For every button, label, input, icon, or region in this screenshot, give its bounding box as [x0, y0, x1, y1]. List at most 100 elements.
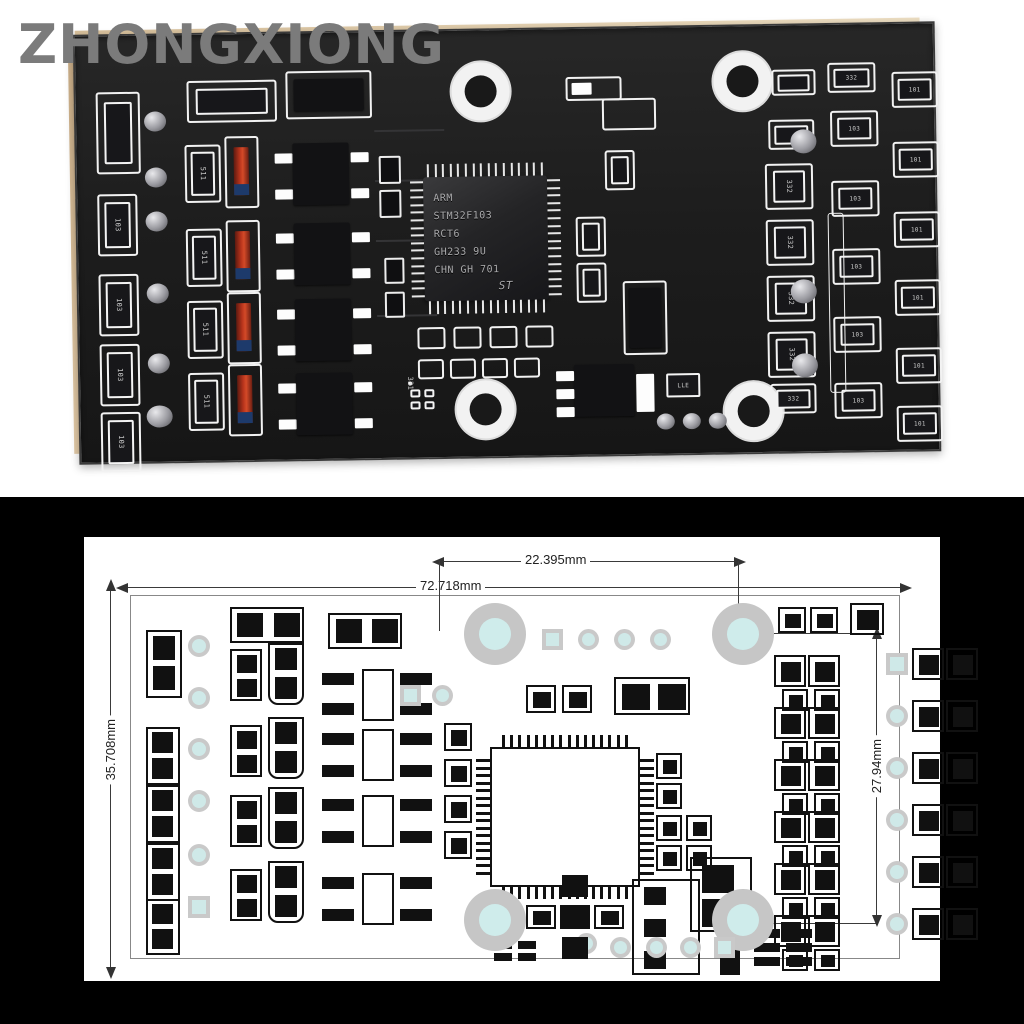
footprint-pad — [808, 915, 840, 947]
dim-ext-line-top — [744, 633, 876, 634]
footprint-pin — [476, 849, 490, 853]
pin — [444, 300, 447, 314]
component-resistor-103: 103 — [106, 351, 134, 399]
watermark-text: ZHONGXIONG — [18, 13, 445, 76]
footprint-pad — [808, 655, 840, 687]
hole-inner — [727, 618, 759, 650]
component-resistor-101: 101 — [898, 148, 933, 171]
component-resistor-332: 332 — [772, 170, 806, 203]
footprint-pad — [644, 919, 666, 937]
footprint-pad — [808, 863, 840, 895]
footprint-pad — [810, 607, 838, 633]
footprint-pin — [502, 735, 505, 749]
footprint-pin — [608, 885, 612, 899]
pin — [482, 300, 485, 314]
footprint-pad — [644, 887, 666, 905]
silk-outline — [449, 358, 477, 379]
footprint-pin — [640, 781, 654, 785]
footprint-pad — [850, 603, 884, 635]
footprint-pad-core — [821, 799, 835, 811]
footprint-pad-core — [815, 766, 835, 786]
pin — [410, 242, 425, 245]
footprint-pad — [400, 733, 432, 745]
silk-outline — [525, 325, 554, 348]
footprint-qfp-pins-left — [476, 759, 490, 875]
dim-ext-line-bottom — [744, 923, 876, 924]
silk-outline — [601, 97, 657, 131]
component-diode — [233, 147, 250, 196]
footprint-pad — [322, 799, 354, 811]
footprint-sot-outline — [362, 669, 394, 721]
via-left-3 — [192, 794, 206, 808]
component-resistor-103: 103 — [105, 281, 133, 329]
mcu-pins-left — [410, 181, 425, 298]
component-capacitor — [378, 155, 402, 185]
footprint-pad — [786, 943, 812, 952]
silk-outline — [489, 325, 518, 349]
footprint-pad-core — [953, 707, 973, 727]
solder-pad — [277, 345, 296, 356]
footprint-pad-core — [953, 915, 973, 935]
footprint-pad-core — [919, 759, 939, 779]
footprint-qfp-pins-right — [640, 759, 654, 875]
silk-outline — [481, 358, 509, 379]
dim-label-width-partial: 22.395mm — [521, 552, 591, 567]
footprint-pad — [444, 831, 472, 859]
footprint-pad-core — [789, 955, 803, 967]
footprint-pad — [562, 875, 588, 897]
footprint-pad — [946, 700, 978, 732]
pin — [411, 287, 425, 290]
pin — [487, 163, 490, 177]
footprint-pad — [912, 752, 944, 784]
footprint-pad — [562, 907, 588, 929]
via-left-4 — [192, 742, 206, 756]
drawing-mounting-hole — [712, 603, 774, 665]
footprint-pad-core — [781, 662, 801, 682]
pin — [410, 181, 424, 184]
footprint-pin — [600, 885, 604, 899]
mounting-hole-inner — [737, 394, 770, 428]
pin — [535, 299, 538, 313]
component-mosfet — [296, 372, 353, 436]
footprint-pad-core — [821, 747, 835, 759]
footprint-pad — [754, 943, 780, 952]
footprint-pin — [640, 774, 654, 778]
footprint-pin — [640, 811, 654, 815]
solder-pad — [556, 406, 575, 418]
footprint-pin — [583, 735, 587, 749]
solder-pad — [556, 370, 575, 382]
footprint-pad-pair — [230, 725, 262, 777]
dimension-drawing-panel: 72.718mm 22.395mm 35.708mm — [84, 537, 978, 981]
dim-label-height-partial: 27.94mm — [869, 735, 884, 798]
pin — [548, 277, 562, 281]
component-resistor — [581, 222, 601, 251]
solder-pad — [275, 233, 294, 244]
component-chip-resistor — [424, 389, 435, 398]
footprint-pin — [518, 885, 522, 899]
component-resistor-332: 332 — [773, 226, 807, 259]
footprint-pad — [912, 804, 944, 836]
component-resistor-511: 511 — [191, 235, 217, 280]
footprint-pin — [476, 766, 490, 770]
component-resistor-103: 103 — [104, 201, 132, 249]
footprint-pad — [400, 831, 432, 843]
pin — [457, 163, 460, 177]
pin — [436, 301, 439, 315]
via-mid-1 — [404, 689, 417, 702]
footprint-pin — [476, 819, 490, 823]
component-resistor-511: 511 — [190, 151, 216, 196]
pin — [547, 209, 561, 212]
pin — [520, 299, 523, 313]
component-capacitor — [384, 291, 406, 318]
drawing-canvas: 72.718mm 22.395mm 35.708mm — [84, 537, 978, 981]
footprint-pin — [624, 885, 628, 899]
pin — [411, 280, 425, 283]
footprint-pad-pair — [146, 727, 180, 785]
pin — [495, 163, 498, 177]
silk-outline — [417, 326, 446, 350]
footprint-pad — [774, 759, 806, 791]
component-mcu-stm32: ARM STM32F103 RCT6 GH233 9U CHN GH 701 S… — [422, 175, 549, 302]
footprint-pad-pair — [230, 649, 262, 701]
pin — [441, 163, 445, 178]
via-bottom-2 — [684, 941, 697, 954]
